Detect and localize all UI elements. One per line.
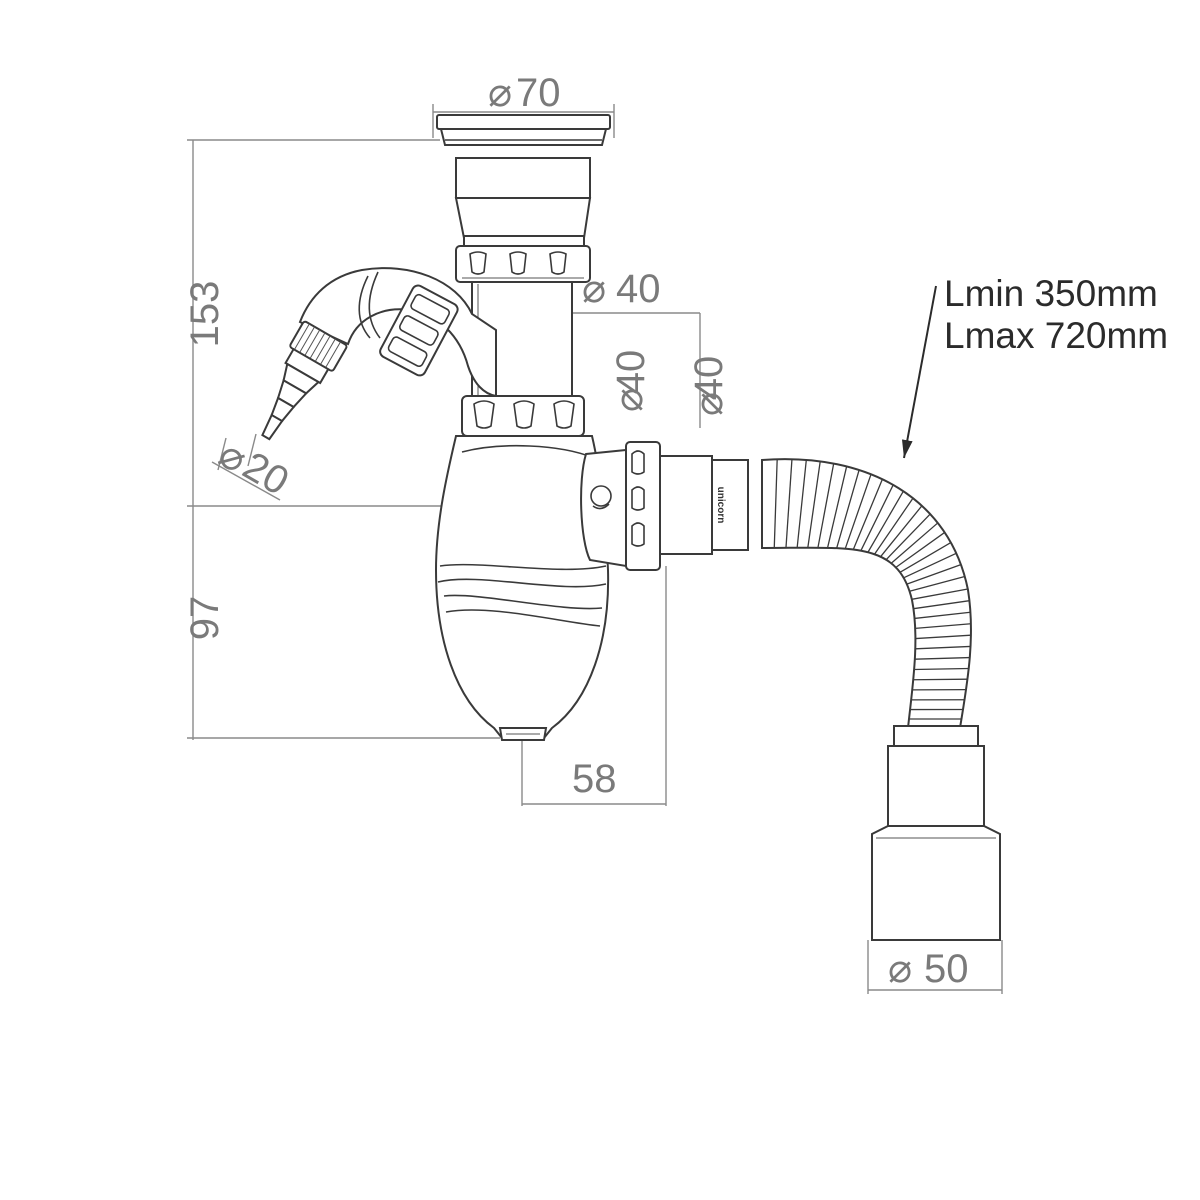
hose-rib [785, 459, 793, 548]
dim-top-diameter: ⌀ 70 [488, 71, 561, 115]
middle-nut [461, 395, 585, 437]
hose-rib [914, 667, 969, 671]
hose-rib [914, 611, 971, 620]
diameter-symbol: ⌀ [582, 267, 606, 311]
outlet-diameter-value: 40 [616, 267, 661, 311]
hose-rib [913, 678, 968, 681]
drain-flange [436, 114, 611, 239]
hose-rib [773, 459, 778, 548]
upper-nut [455, 235, 591, 283]
hose-rib [906, 563, 962, 585]
hose-rib [890, 522, 939, 564]
brand-mark: unicorn [715, 487, 726, 524]
hose-rib [844, 474, 872, 549]
siphon-bottle [434, 435, 610, 741]
dim-pipe-diameter: 40 ⌀ [607, 350, 653, 412]
length-pointer [901, 285, 937, 459]
side-outlet-diameter-value: 40 [687, 356, 731, 401]
dim-end-diameter: ⌀ 50 [888, 947, 969, 991]
end-diameter-value: 50 [924, 947, 969, 991]
hose-rib [807, 461, 821, 548]
hose-rib [911, 588, 968, 600]
flexible-hose [761, 458, 972, 729]
hose-length-min: Lmin 350mm [944, 273, 1158, 314]
hose-rib [826, 466, 848, 548]
hose-nipple [261, 320, 348, 441]
hose-ribs [773, 459, 971, 720]
dim-side-outlet-diameter: 40 ⌀ [687, 356, 731, 416]
hose-rib [895, 531, 946, 568]
diameter-symbol: ⌀ [888, 947, 912, 991]
hose-rib [915, 645, 971, 650]
hose-rib [817, 463, 835, 548]
hose-rib [913, 600, 970, 610]
hose-rib [873, 497, 914, 555]
hose-rib [909, 575, 965, 592]
pipe-diameter-value: 40 [609, 350, 653, 395]
height-lower-value: 97 [183, 596, 227, 641]
hose-rib [903, 552, 957, 579]
hose-rib [885, 513, 931, 561]
diameter-symbol: ⌀ [488, 71, 512, 115]
diameter-symbol: ⌀ [607, 388, 651, 412]
diameter-symbol: ⌀ [687, 392, 731, 416]
hose-rib [880, 505, 923, 558]
dim-outlet-diameter: ⌀ 40 [582, 267, 661, 311]
hose-rib [867, 490, 904, 553]
hose-rib [796, 459, 807, 548]
hose-rib [914, 656, 970, 660]
offset-value: 58 [572, 757, 617, 801]
height-upper-value: 153 [183, 281, 227, 348]
hose-rib [899, 542, 952, 573]
hose-length-max: Lmax 720mm [944, 315, 1168, 356]
hose-end-fitting [871, 725, 1001, 941]
hose-rib [860, 484, 894, 551]
overflow-elbow [298, 267, 497, 398]
top-diameter-value: 70 [516, 71, 561, 115]
hose-rib [915, 623, 971, 630]
hose-rib [852, 479, 883, 550]
hose-rib [836, 469, 860, 549]
hose-rib [915, 634, 971, 640]
side-outlet: unicorn [580, 441, 749, 571]
